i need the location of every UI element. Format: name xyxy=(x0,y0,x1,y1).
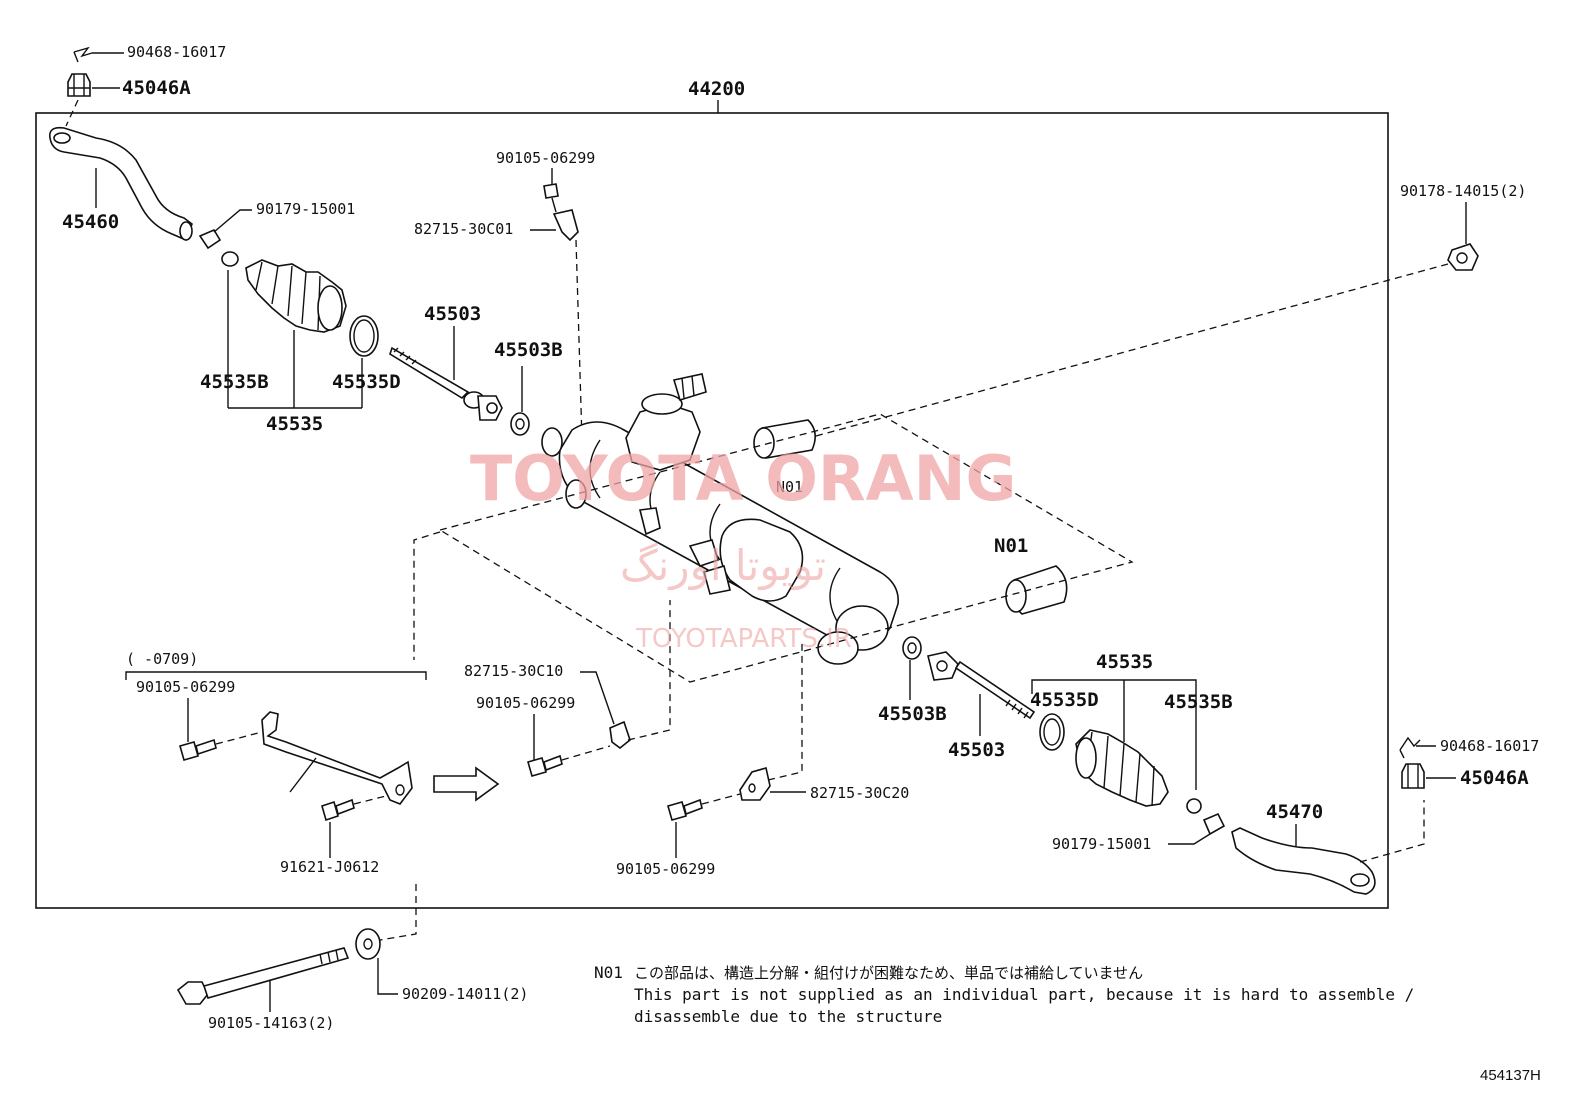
label-inner-rod-right-b: 45503B xyxy=(878,703,947,725)
label-bracket-c10: 82715-30C10 xyxy=(464,662,563,680)
boot-clamp-large-left-icon xyxy=(349,315,379,357)
watermark-site: TOYOTAPARTS.IR xyxy=(635,624,852,654)
watermark-arabic: تويوتا اورنگ xyxy=(620,541,826,590)
label-inner-rod-right: 45503 xyxy=(948,739,1005,761)
label-assembly: 44200 xyxy=(688,78,745,100)
label-long-bolt: 90105-14163(2) xyxy=(208,1014,334,1032)
label-bolt-bottom-mid: 90105-06299 xyxy=(616,860,715,878)
clamp-left-icon xyxy=(198,228,222,250)
label-bolt-group: 90105-06299 xyxy=(136,678,235,696)
bolt-group-2-icon xyxy=(321,798,355,822)
bolt-top-icon xyxy=(543,183,559,213)
inner-rod-right-icon xyxy=(927,651,1036,720)
diagram-id: 454137H xyxy=(1480,1067,1541,1084)
bolt-group-icon xyxy=(179,738,217,761)
label-boot-right: 45535 xyxy=(1096,651,1153,673)
lock-washer-right-icon xyxy=(902,636,922,660)
note-english-line-2: disassemble due to the structure xyxy=(634,1007,942,1026)
label-tie-rod-end-right: 45470 xyxy=(1266,801,1323,823)
bracket-top-icon xyxy=(552,209,579,242)
label-inner-rod-left: 45503 xyxy=(424,303,481,325)
inner-rod-left-icon xyxy=(389,346,503,421)
label-nut-right-top: 90178-14015(2) xyxy=(1400,182,1526,200)
label-boot-clamp-left-d: 45535D xyxy=(332,371,401,393)
boot-clamp-small-left-icon xyxy=(221,251,239,267)
label-boot-clamp-right-d: 45535D xyxy=(1030,689,1099,711)
bracket-c10-icon xyxy=(609,720,631,750)
label-tie-rod-end-left: 45460 xyxy=(62,211,119,233)
label-date-range: ( -0709) xyxy=(126,650,198,668)
label-washer: 90209-14011(2) xyxy=(402,985,528,1003)
assembly-frame xyxy=(35,112,1389,909)
lock-washer-left-icon xyxy=(510,412,530,436)
boot-clamp-large-right-icon xyxy=(1039,713,1065,751)
bolt-mid-icon xyxy=(527,754,563,777)
boot-clamp-small-right-icon xyxy=(1186,798,1202,814)
label-bracket-c20: 82715-30C20 xyxy=(810,784,909,802)
label-boot-clamp-left-b: 45535B xyxy=(200,371,269,393)
note-code: N01 xyxy=(594,963,623,982)
label-boot-left: 45535 xyxy=(266,413,323,435)
boot-left-icon xyxy=(245,259,347,333)
label-n01-lower: N01 xyxy=(994,535,1028,557)
label-clip-left: 90468-16017 xyxy=(127,43,226,61)
steering-rack-housing-icon xyxy=(541,373,899,665)
label-clamp-right: 90179-15001 xyxy=(1052,835,1151,853)
bracket-e40-icon xyxy=(261,711,413,805)
label-boot-clamp-right-b: 45535B xyxy=(1164,691,1233,713)
label-nut-left: 45046A xyxy=(122,77,191,99)
note-japanese: この部品は、構造上分解・組付けが困難なため、単品では補給していません xyxy=(634,964,1143,982)
castle-nut-right-icon xyxy=(1401,763,1425,789)
boot-right-icon xyxy=(1075,729,1169,807)
washer-icon xyxy=(355,928,381,960)
label-bolt-top: 90105-06299 xyxy=(496,149,595,167)
bolt-bottom-mid-icon xyxy=(667,798,703,821)
tie-rod-end-right-icon xyxy=(1231,827,1376,895)
castle-nut-left-icon xyxy=(67,73,91,97)
label-bolt-group-2: 91621-J0612 xyxy=(280,858,379,876)
long-bolt-icon xyxy=(176,947,350,1005)
label-clip-right: 90468-16017 xyxy=(1440,737,1539,755)
clip-left-icon xyxy=(73,46,93,63)
bushing-lower-icon xyxy=(1005,565,1068,615)
bushing-upper-icon xyxy=(753,419,816,459)
arrow-right-icon xyxy=(433,766,500,802)
watermark-main: TOYOTA ORANG xyxy=(470,442,1016,515)
nut-right-top-icon xyxy=(1447,243,1479,271)
bracket-c20-icon xyxy=(739,766,771,801)
label-inner-rod-left-b: 45503B xyxy=(494,339,563,361)
label-bracket-top: 82715-30C01 xyxy=(414,220,513,238)
tie-rod-end-left-icon xyxy=(48,126,193,242)
label-bolt-mid: 90105-06299 xyxy=(476,694,575,712)
clamp-right-icon xyxy=(1202,812,1226,836)
clip-right-icon xyxy=(1399,736,1421,759)
note-english-line-1: This part is not supplied as an individu… xyxy=(634,985,1414,1004)
label-n01-upper: N01 xyxy=(776,478,803,496)
label-nut-right: 45046A xyxy=(1460,767,1529,789)
label-clamp-left: 90179-15001 xyxy=(256,200,355,218)
